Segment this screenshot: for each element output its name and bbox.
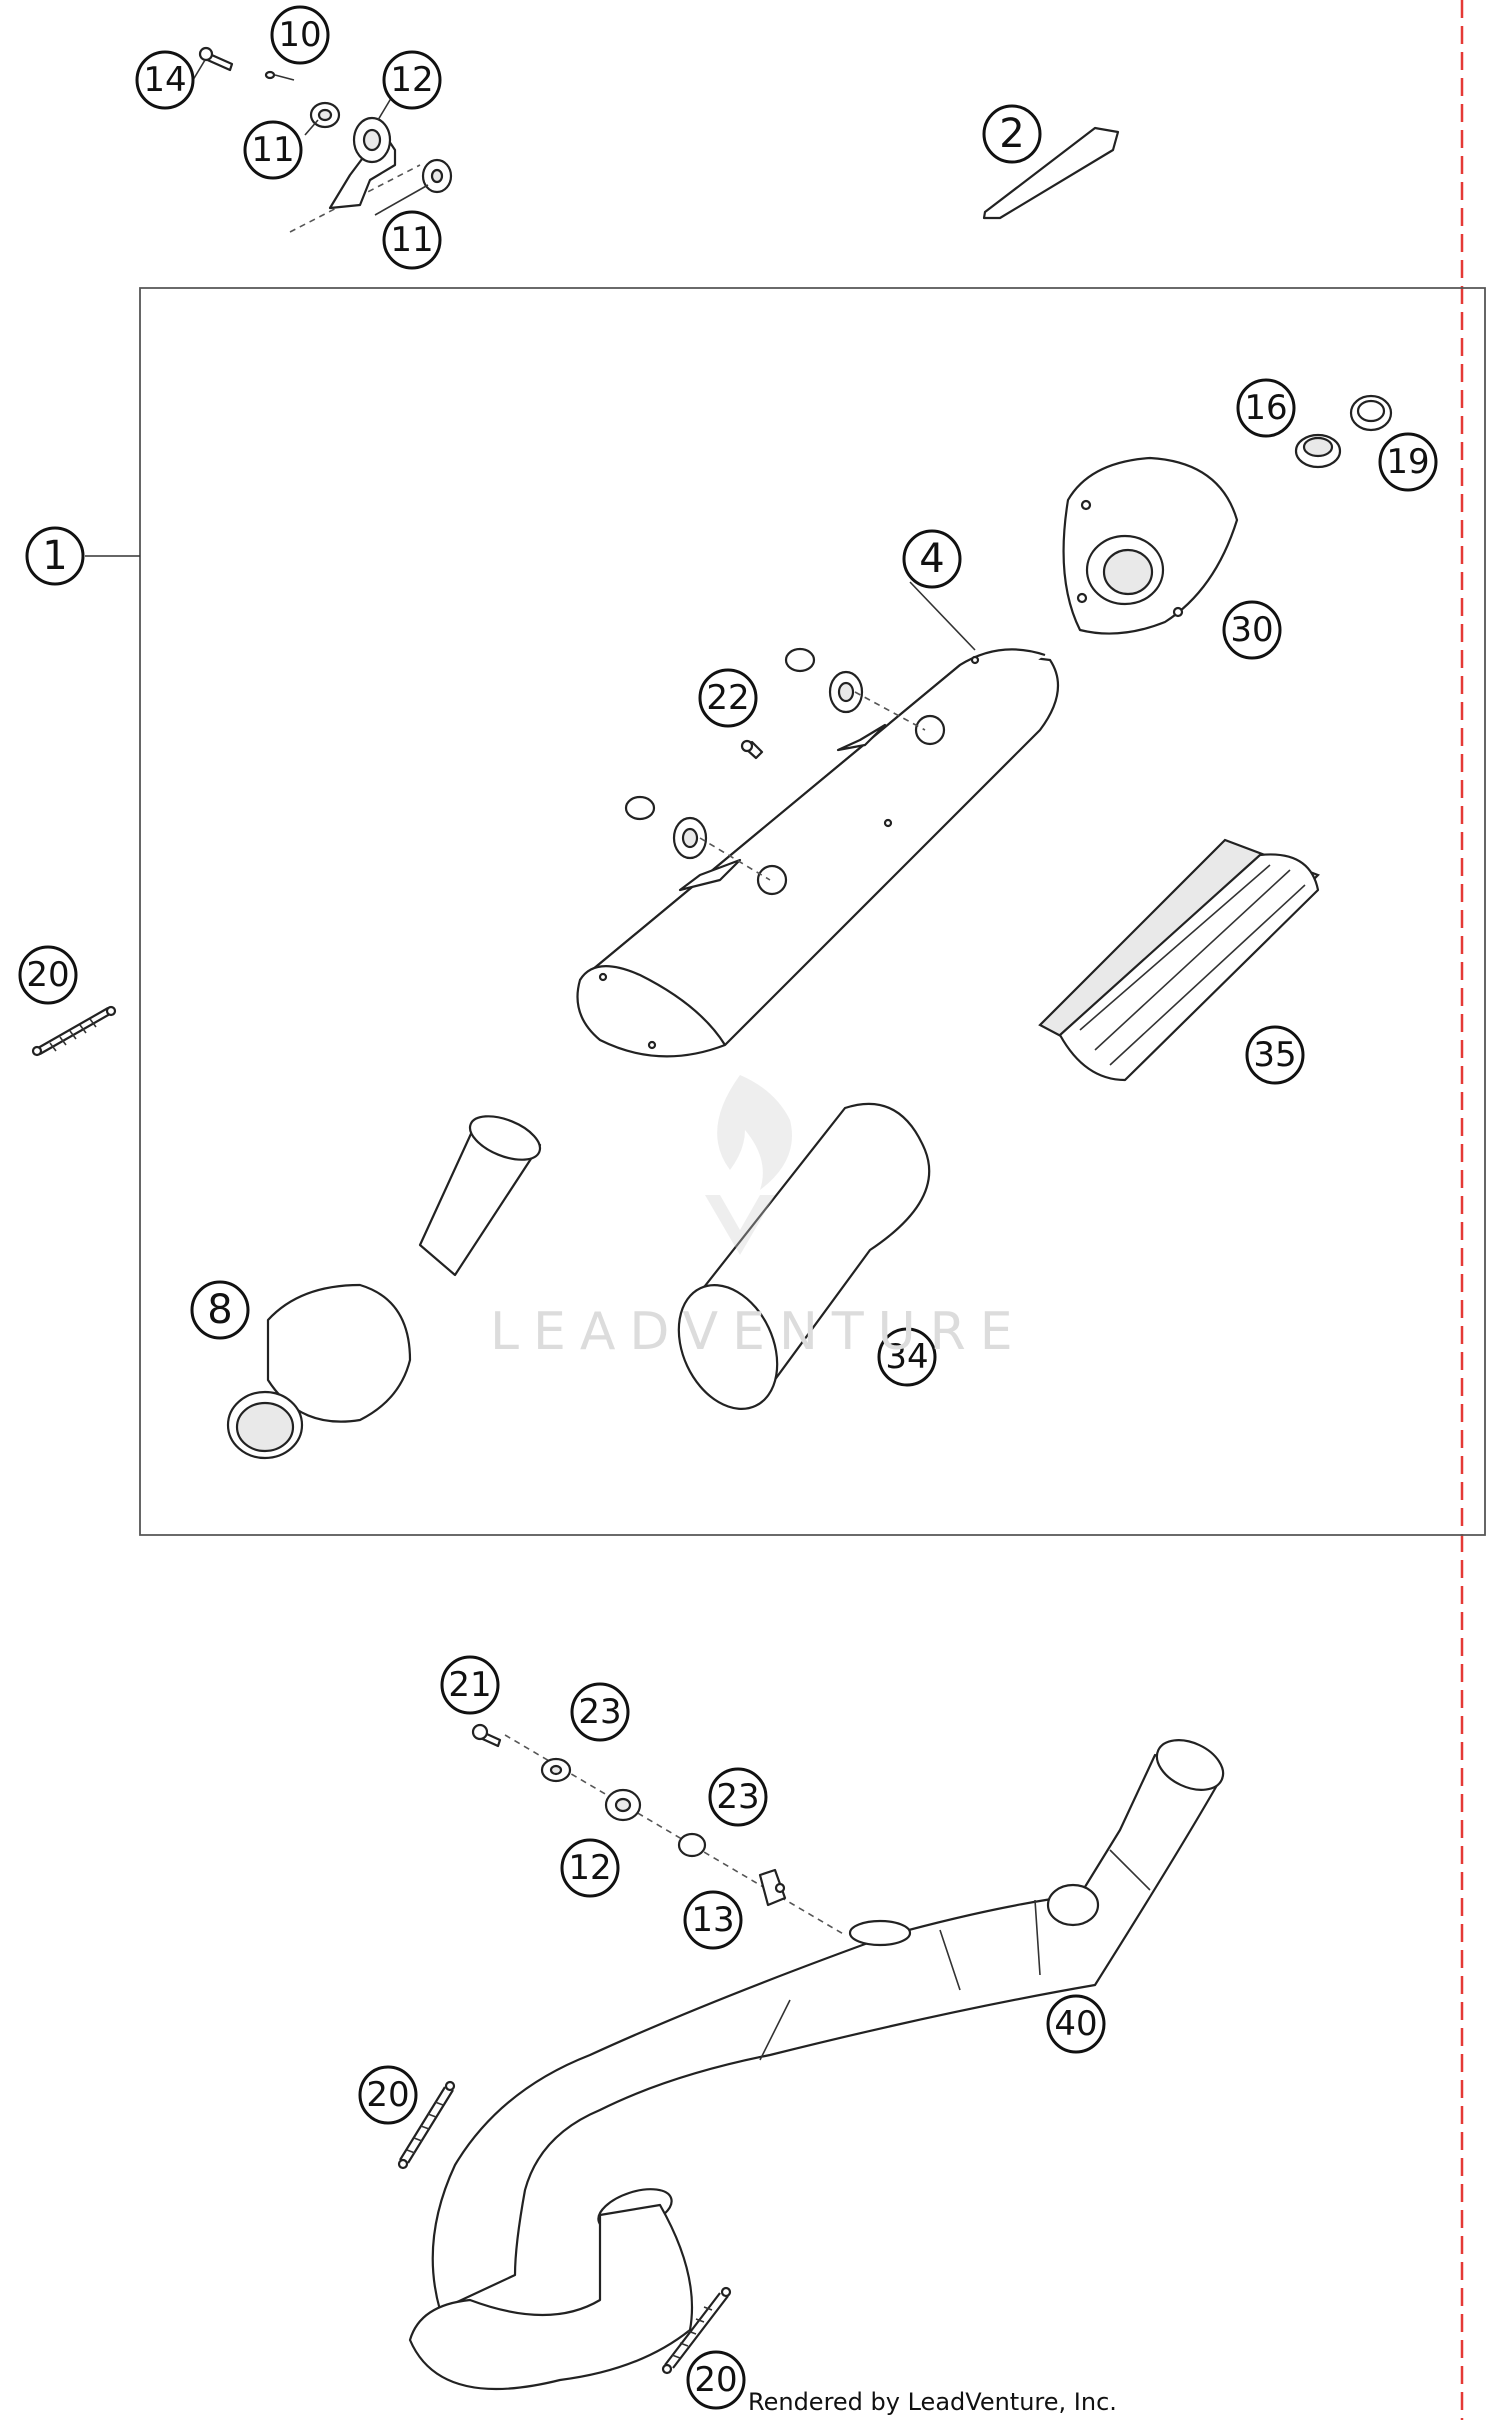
svg-text:12: 12: [568, 1848, 611, 1888]
callout-23-top: 23: [570, 1682, 630, 1742]
callout-40: 40: [1046, 1994, 1106, 2054]
part-34-packing-cylinder: [677, 1102, 931, 1411]
callout-23-bottom: 23: [708, 1767, 768, 1827]
callout-20-bottom: 20: [686, 2350, 746, 2410]
svg-text:8: 8: [207, 1287, 232, 1333]
svg-text:34: 34: [885, 1337, 928, 1377]
svg-text:12: 12: [390, 60, 433, 100]
svg-text:22: 22: [706, 678, 749, 718]
svg-text:23: 23: [578, 1692, 621, 1732]
callout-16: 16: [1236, 378, 1296, 438]
svg-text:20: 20: [26, 955, 69, 995]
svg-text:35: 35: [1253, 1035, 1296, 1075]
callout-14: 14: [135, 50, 195, 110]
svg-text:10: 10: [278, 15, 321, 55]
svg-text:21: 21: [448, 1665, 491, 1705]
callout-13: 13: [683, 1890, 743, 1950]
spring-bottom: [661, 2286, 732, 2375]
callout-34: 34: [877, 1327, 937, 1387]
callout-11-bottom: 11: [382, 210, 442, 270]
spring-mid: [397, 2080, 456, 2170]
part-22-screw: [740, 739, 764, 760]
callout-10: 10: [270, 5, 330, 65]
callout-19: 19: [1378, 432, 1438, 492]
callout-1: 1: [25, 526, 85, 586]
spring-left: [31, 1005, 117, 1057]
assembly-frame: [139, 287, 1486, 1536]
svg-text:20: 20: [694, 2360, 737, 2400]
part-30-end-cap: [1062, 456, 1239, 635]
svg-text:14: 14: [143, 60, 186, 100]
svg-text:13: 13: [691, 1900, 734, 1940]
ring-parts-16-19: [1294, 394, 1393, 469]
part-4-silencer-body: [576, 647, 1060, 1058]
watermark-text: LEADVENTURE: [490, 1302, 1027, 1362]
svg-text:4: 4: [919, 536, 944, 582]
callout-20-left: 20: [18, 945, 78, 1005]
svg-text:11: 11: [390, 220, 433, 260]
callout-22: 22: [698, 668, 758, 728]
callout-35: 35: [1245, 1025, 1305, 1085]
callout-12-top: 12: [382, 50, 442, 110]
part-2-heat-shield-strip: [982, 126, 1120, 220]
svg-text:16: 16: [1244, 388, 1287, 428]
leader-lines: [192, 59, 976, 651]
part-35-packing-mat: [1038, 838, 1320, 1082]
rendered-by-footer: Rendered by LeadVenture, Inc.: [748, 2388, 1117, 2416]
svg-text:11: 11: [251, 130, 294, 170]
callout-20-mid: 20: [358, 2065, 418, 2125]
leadventure-watermark-logo: [705, 1075, 792, 1255]
callout-4: 4: [902, 529, 962, 589]
callout-8: 8: [190, 1280, 250, 1340]
svg-text:40: 40: [1054, 2004, 1097, 2044]
mount-hardware-chain: [471, 1723, 846, 1936]
svg-text:1: 1: [42, 533, 67, 579]
svg-text:30: 30: [1230, 610, 1273, 650]
part-40-header-pipe: [408, 1739, 1225, 2391]
callout-11-top: 11: [243, 120, 303, 180]
svg-text:19: 19: [1386, 442, 1429, 482]
part-8-link-pipe: [226, 1115, 542, 1460]
callout-12-bottom: 12: [560, 1838, 620, 1898]
callout-21: 21: [440, 1655, 500, 1715]
callout-2: 2: [982, 104, 1042, 164]
svg-text:23: 23: [716, 1777, 759, 1817]
callout-30: 30: [1222, 600, 1282, 660]
svg-text:2: 2: [999, 111, 1024, 157]
svg-text:20: 20: [366, 2075, 409, 2115]
